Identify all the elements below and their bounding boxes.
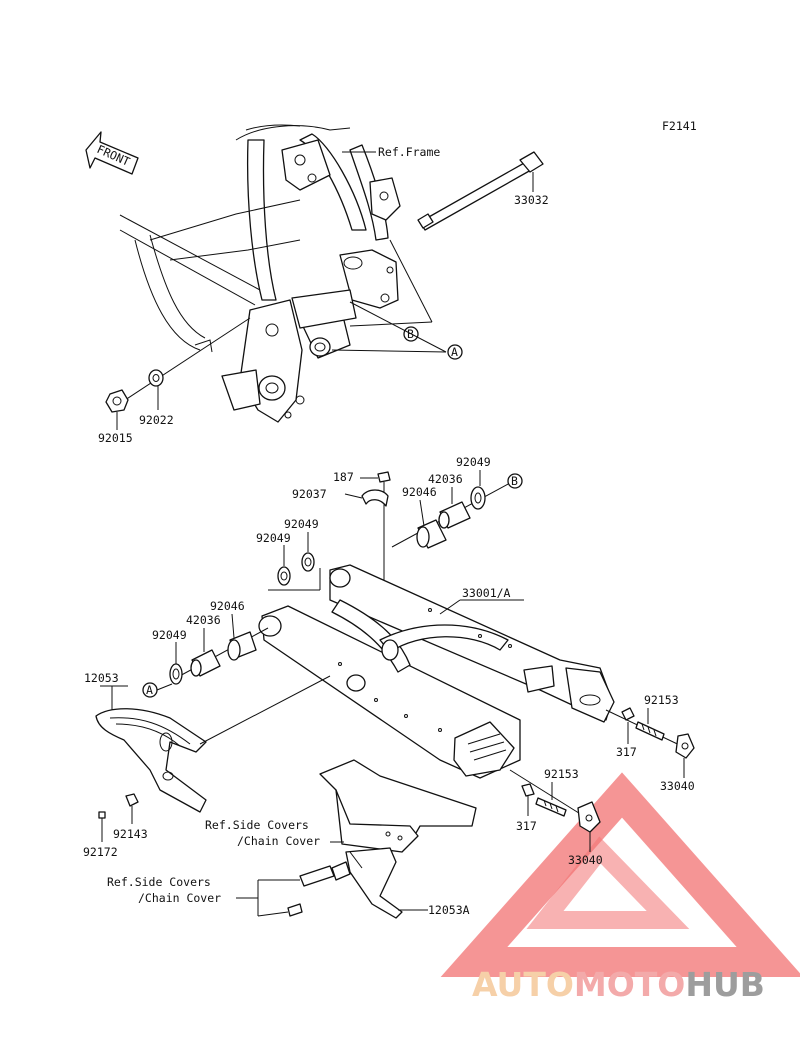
part-33032-label: 33032	[514, 193, 549, 207]
ref-frame-label: Ref.Frame	[378, 145, 440, 159]
marker-b-swingarm: B	[511, 474, 518, 488]
bushing-upper	[416, 486, 486, 549]
ref-side-covers-1: Ref.Side Covers	[205, 818, 309, 832]
part-12053-label: 12053	[84, 671, 119, 685]
part-92143-label: 92143	[113, 827, 148, 841]
logo-text-hub: HUB	[685, 965, 765, 1004]
svg-text:AUTOMOTOHUB: AUTOMOTOHUB	[472, 965, 765, 1004]
part-92049-mid1-label: 92049	[256, 531, 291, 545]
logo-text-auto: AUTO	[472, 965, 574, 1004]
part-92037-label: 92037	[292, 487, 327, 501]
part-33001a-label: 33001/A	[462, 586, 511, 600]
part-92153-left-label: 92153	[544, 767, 579, 781]
part-92022-label: 92022	[139, 413, 174, 427]
diagram-id: F2141	[662, 119, 697, 133]
front-arrow-icon: FRONT	[85, 131, 139, 175]
part-92172-label: 92172	[83, 845, 118, 859]
marker-a-swingarm: A	[146, 683, 153, 697]
part-42036-top-label: 42036	[428, 472, 463, 486]
chain-cover	[287, 759, 477, 919]
adjuster-left	[521, 783, 601, 833]
adjuster-right	[621, 707, 695, 759]
ref-chain-cover-1: /Chain Cover	[237, 834, 320, 848]
pivot-shaft	[417, 151, 544, 231]
part-12053a-label: 12053A	[428, 903, 470, 917]
part-92046-low-label: 92046	[210, 599, 245, 613]
part-92049-top-label: 92049	[456, 455, 491, 469]
marker-a-frame: A	[451, 345, 458, 359]
part-33040-left-label: 33040	[568, 853, 603, 867]
logo-text-moto: MOTO	[574, 965, 685, 1004]
swingarm	[258, 564, 615, 779]
part-92153-right-label: 92153	[644, 693, 679, 707]
chain-guide	[95, 708, 207, 813]
part-92049-mid2-label: 92049	[284, 517, 319, 531]
part-33040-right-label: 33040	[660, 779, 695, 793]
ref-chain-cover-2: /Chain Cover	[138, 891, 221, 905]
ref-side-covers-2: Ref.Side Covers	[107, 875, 211, 889]
part-317-left-label: 317	[516, 819, 537, 833]
part-92015-label: 92015	[98, 431, 133, 445]
part-92049-low-label: 92049	[152, 628, 187, 642]
part-42036-low-label: 42036	[186, 613, 221, 627]
part-317-right-label: 317	[616, 745, 637, 759]
part-92046-top-label: 92046	[402, 485, 437, 499]
automotohub-logo: AUTOMOTOHUB	[440, 772, 800, 1004]
part-187-label: 187	[333, 470, 354, 484]
bushing-lower	[169, 631, 257, 685]
frame-drawing	[119, 124, 401, 423]
